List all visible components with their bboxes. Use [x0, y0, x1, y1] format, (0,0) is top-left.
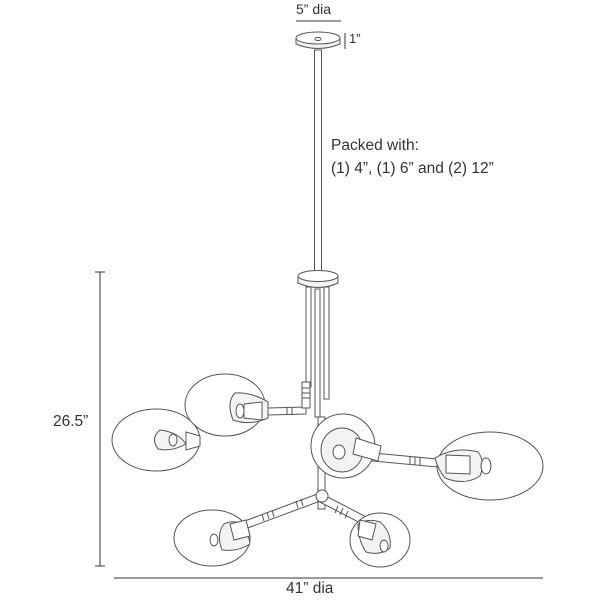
- height-dimension: [95, 271, 105, 567]
- arm-upper-left: [267, 381, 311, 416]
- globe-far-left: [111, 408, 201, 472]
- canopy-diameter-label: 5” dia: [296, 1, 332, 17]
- globe-upper-left: [184, 373, 269, 437]
- globe-center: [310, 413, 382, 479]
- packed-with-rods: (1) 4”, (1) 6” and (2) 12”: [331, 160, 494, 177]
- downrod: [314, 49, 322, 273]
- center-hub: [297, 270, 339, 288]
- packed-with-heading: Packed with:: [331, 137, 419, 154]
- globe-lower-right: [349, 512, 411, 568]
- overall-width-label: 41” dia: [286, 580, 334, 597]
- bottom-joint: [315, 489, 329, 503]
- globe-right: [434, 431, 544, 501]
- ceiling-canopy: [295, 31, 341, 49]
- canopy-height-label: 1”: [349, 31, 361, 46]
- overall-height-label: 26.5”: [53, 413, 89, 430]
- globe-lower-left: [173, 509, 251, 567]
- arm-lower-left: [241, 492, 324, 530]
